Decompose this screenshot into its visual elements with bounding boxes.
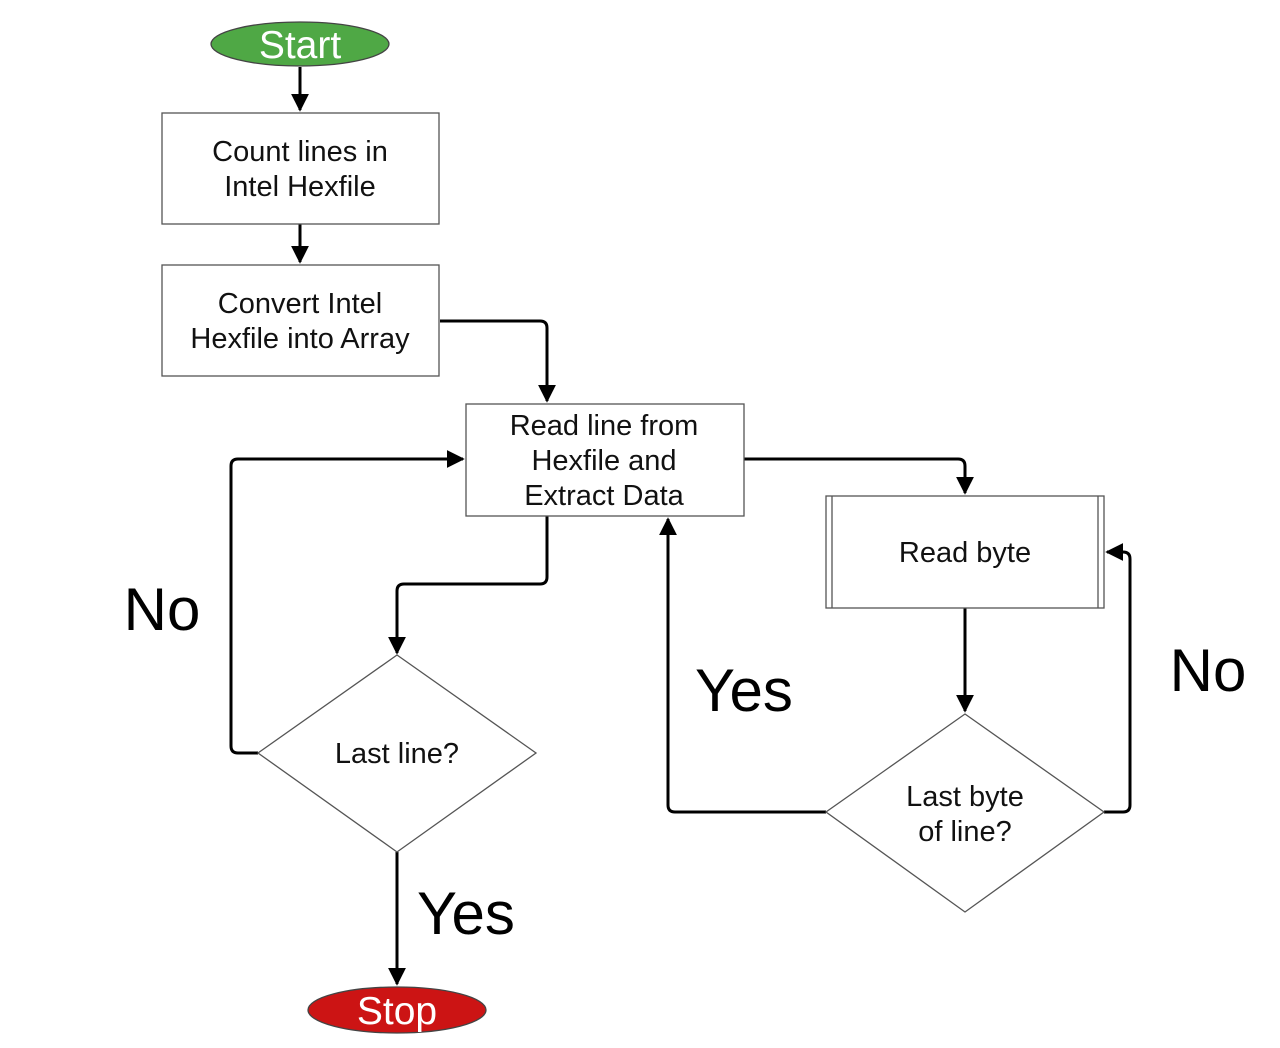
edge-last-byte-no-loop [1104,543,1132,814]
start-terminal-shape [210,21,390,67]
read-line-label-line2: Hexfile and [531,445,676,477]
count-lines-label-line1: Count lines in [212,136,388,168]
last-line-diamond [256,654,538,853]
stop-label: Stop [357,990,437,1033]
read-line-box [465,403,745,517]
start-label: Start [259,24,342,67]
read-line-label-line3: Extract Data [524,480,684,512]
last-byte-diamond [824,713,1106,913]
last-byte-label-line2: of line? [918,816,1012,848]
edge-last-line-no-loop [229,450,465,755]
last-byte-no-label: No [1170,637,1247,704]
convert-label-line2: Hexfile into Array [190,323,410,355]
read-byte-label: Read byte [899,537,1031,569]
read-line-node: Read line from Hexfile and Extract Data [465,403,745,517]
last-line-yes-label: Yes [417,880,515,947]
edge-read-line-to-last-line [388,516,549,655]
last-byte-label-line1: Last byte [906,781,1024,813]
read-line-label-line1: Read line from [510,410,699,442]
count-lines-label-line2: Intel Hexfile [224,171,376,203]
count-lines-box [161,112,440,225]
read-byte-box [825,495,1105,609]
last-byte-yes-label: Yes [695,657,793,724]
edge-read-line-to-read-byte [744,457,974,495]
last-line-node: Last line? [256,654,538,853]
stop-terminal-shape [307,986,487,1034]
last-line-label: Last line? [335,738,459,770]
edge-last-byte-yes-loop [659,517,826,814]
edge-convert-to-read-line [440,319,556,403]
convert-box [161,264,440,377]
last-byte-node: Last byte of line? [824,713,1106,913]
count-lines-node: Count lines in Intel Hexfile [161,112,440,225]
convert-node: Convert Intel Hexfile into Array [161,264,440,377]
stop-node: Stop [307,986,487,1034]
start-node: Start [210,21,390,67]
last-line-no-label: No [124,576,201,643]
read-byte-node: Read byte [825,495,1105,609]
convert-label-line1: Convert Intel [218,288,382,320]
